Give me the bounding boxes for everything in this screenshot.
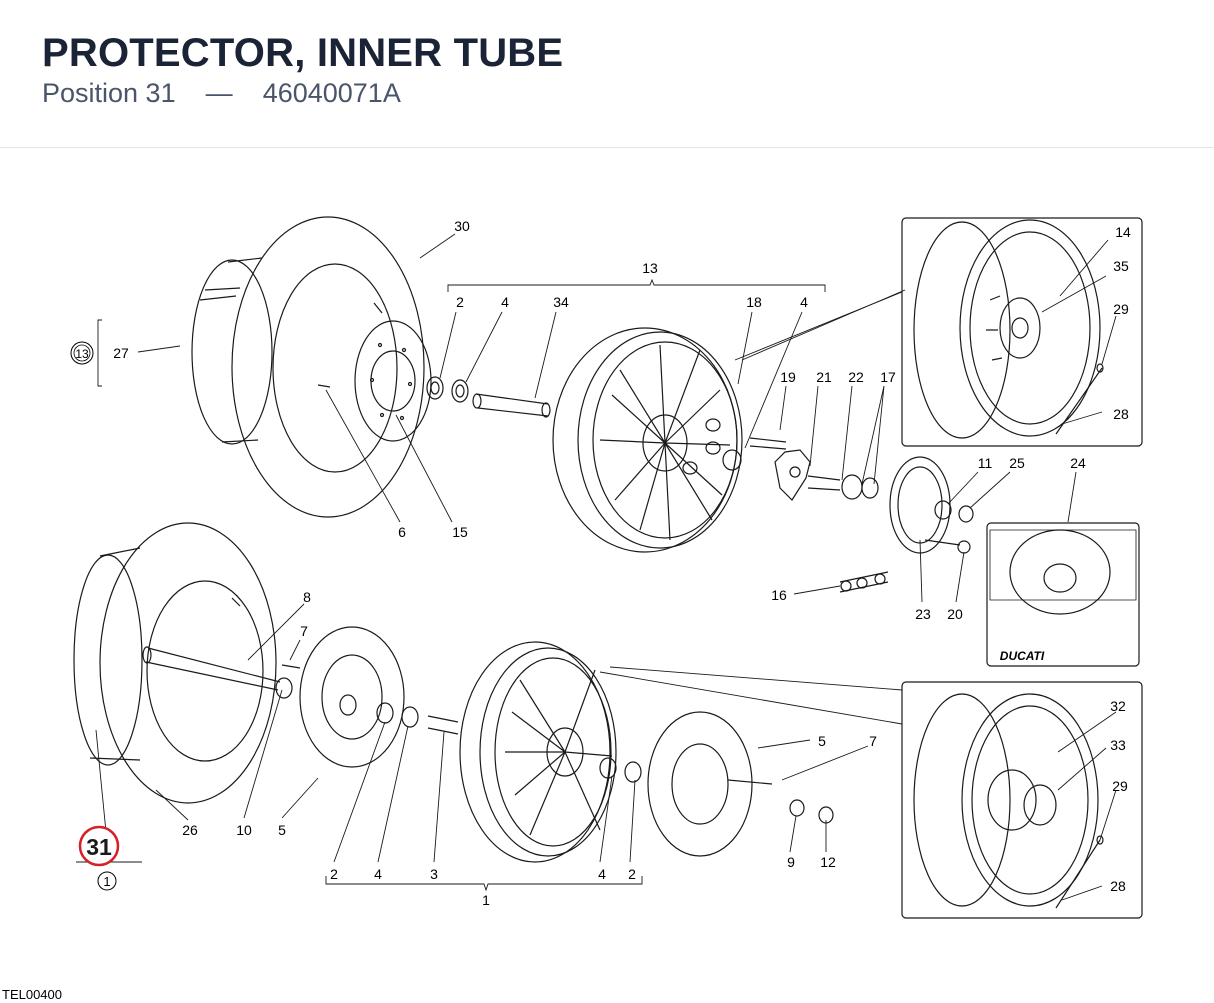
front-wheel-lower — [459, 641, 642, 863]
callout-4c: 4 — [374, 866, 382, 882]
callout-28b: 28 — [1110, 878, 1126, 894]
callout-14: 14 — [1115, 224, 1131, 240]
rear-wheel-upper — [552, 327, 743, 553]
callout-1: 1 — [482, 892, 490, 908]
callout-26: 26 — [182, 822, 198, 838]
brake-disc-upper — [317, 302, 432, 442]
front-disc-right — [647, 711, 834, 857]
bearings-upper — [426, 376, 551, 418]
callout-16: 16 — [771, 587, 787, 603]
inset-lower — [901, 681, 1143, 919]
page-title: PROTECTOR, INNER TUBE — [42, 31, 564, 75]
inset-upper — [901, 217, 1143, 447]
callout-30: 30 — [454, 218, 470, 234]
callout-7b: 7 — [869, 733, 877, 749]
circled-label-1: 1 — [97, 871, 117, 891]
callout-35: 35 — [1113, 258, 1129, 274]
exploded-parts-diagram: 30 13 2 4 34 18 4 14 35 29 28 19 21 22 1… — [70, 216, 1143, 919]
callout-18: 18 — [746, 294, 762, 310]
callout-2b: 2 — [330, 866, 338, 882]
header: PROTECTOR, INNER TUBE Position 31 — 4604… — [0, 0, 1214, 148]
callout-2c: 2 — [628, 866, 636, 882]
callout-6: 6 — [398, 524, 406, 540]
callout-17: 17 — [880, 369, 896, 385]
inset-brand — [986, 522, 1140, 667]
front-bearings-left — [376, 702, 459, 735]
svg-text:31: 31 — [86, 834, 112, 860]
callout-9: 9 — [787, 854, 795, 870]
callout-10: 10 — [236, 822, 252, 838]
callout-21: 21 — [816, 369, 832, 385]
brand-logo-text: DUCATI — [1000, 649, 1045, 663]
rear-tire-upper — [191, 216, 425, 518]
callout-20: 20 — [947, 606, 963, 622]
callout-11: 11 — [978, 455, 993, 471]
callout-15: 15 — [452, 524, 468, 540]
callout-3: 3 — [430, 866, 438, 882]
svg-text:13: 13 — [75, 347, 89, 361]
callout-22: 22 — [848, 369, 864, 385]
callout-2a: 2 — [456, 294, 464, 310]
highlight-callout-31[interactable]: 31 — [78, 825, 120, 867]
page-subtitle: Position 31 — 46040071A — [42, 76, 401, 110]
callout-12: 12 — [820, 854, 836, 870]
front-disc-left — [281, 626, 405, 768]
callout-24: 24 — [1070, 455, 1086, 471]
leader-lines — [76, 233, 1117, 901]
part-number: 46040071A — [262, 78, 401, 108]
sprocket-assembly — [749, 437, 974, 554]
callout-13: 13 — [642, 260, 658, 276]
callout-29a: 29 — [1113, 301, 1129, 317]
diagram-code: TEL00400 — [2, 987, 62, 1002]
separator: — — [205, 78, 233, 108]
callout-4d: 4 — [598, 866, 606, 882]
callout-34: 34 — [553, 294, 569, 310]
position-label: Position 31 — [42, 78, 176, 108]
callout-4b: 4 — [800, 294, 808, 310]
callout-29b: 29 — [1112, 778, 1128, 794]
callout-7a: 7 — [300, 623, 308, 639]
callout-33: 33 — [1110, 737, 1126, 753]
callout-28a: 28 — [1113, 406, 1129, 422]
callout-labels: 30 13 2 4 34 18 4 14 35 29 28 19 21 22 1… — [113, 218, 1131, 908]
callout-19: 19 — [780, 369, 796, 385]
chain-link — [839, 571, 889, 593]
callout-23: 23 — [915, 606, 931, 622]
callout-32: 32 — [1110, 698, 1126, 714]
front-axle — [142, 646, 293, 699]
callout-25: 25 — [1009, 455, 1025, 471]
circled-label-13: 13 — [70, 341, 94, 365]
front-tire-lower — [73, 522, 277, 804]
callout-5a: 5 — [818, 733, 826, 749]
callout-8: 8 — [303, 589, 311, 605]
callout-5b: 5 — [278, 822, 286, 838]
callout-27: 27 — [113, 345, 129, 361]
svg-text:1: 1 — [103, 874, 110, 889]
callout-4a: 4 — [501, 294, 509, 310]
